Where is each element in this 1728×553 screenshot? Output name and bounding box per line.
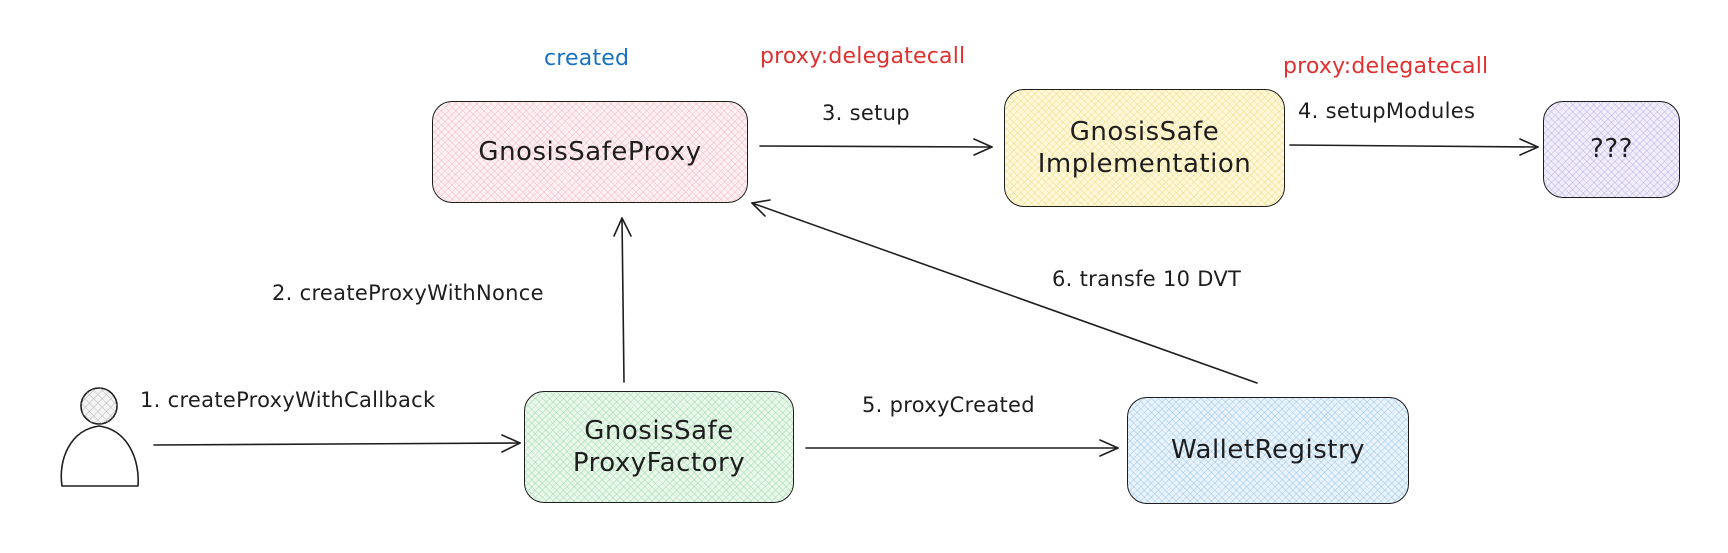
node-unknown-label: ??? [1590, 134, 1633, 165]
node-unknown[interactable]: ??? [1543, 101, 1680, 198]
node-gnosis-safe-proxy-factory-label: GnosisSafe ProxyFactory [572, 415, 746, 479]
node-gnosis-safe-proxy[interactable]: GnosisSafeProxy [432, 101, 748, 203]
node-gnosis-safe-proxy-factory[interactable]: GnosisSafe ProxyFactory [524, 391, 794, 503]
node-gnosis-safe-implementation-label: GnosisSafe Implementation [1037, 116, 1252, 180]
edge-label-step3: 3. setup [822, 101, 910, 125]
arrow-step6 [751, 199, 1258, 384]
user-icon [60, 387, 139, 487]
tag-delegatecall-modules: proxy:delegatecall [1283, 54, 1489, 79]
edge-label-step1: 1. createProxyWithCallback [140, 388, 436, 412]
arrow-step2 [613, 217, 632, 383]
edge-label-step4: 4. setupModules [1298, 99, 1476, 123]
node-wallet-registry-label: WalletRegistry [1170, 435, 1366, 466]
node-gnosis-safe-proxy-label: GnosisSafeProxy [478, 136, 702, 167]
edge-label-step5: 5. proxyCreated [862, 393, 1035, 417]
edge-label-step2: 2. createProxyWithNonce [272, 281, 544, 305]
arrow-step3 [759, 138, 993, 156]
node-wallet-registry[interactable]: WalletRegistry [1127, 397, 1409, 504]
tag-created: created [544, 46, 630, 71]
arrow-step4 [1289, 138, 1539, 156]
arrow-step5 [805, 439, 1119, 457]
edge-label-step6: 6. transfe 10 DVT [1052, 267, 1242, 291]
arrow-step1 [153, 434, 521, 453]
tag-delegatecall-setup: proxy:delegatecall [760, 44, 966, 69]
node-gnosis-safe-implementation[interactable]: GnosisSafe Implementation [1004, 89, 1285, 207]
